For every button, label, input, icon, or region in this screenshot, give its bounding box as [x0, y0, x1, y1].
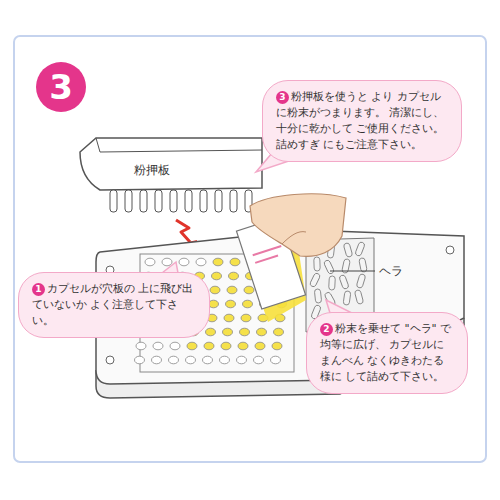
plate-body: [80, 138, 262, 190]
plate-pin: [170, 190, 177, 212]
capsule-hole: [238, 342, 248, 350]
capsule-hole: [254, 356, 264, 364]
capsule-hole: [244, 286, 254, 294]
capsule-hole: [257, 328, 267, 336]
step-number: 3: [49, 70, 73, 104]
plate-edge: [96, 138, 262, 152]
capsule: [355, 241, 366, 256]
leader-line: [330, 271, 375, 272]
capsule-hole: [170, 342, 180, 350]
capsule-hole: [203, 356, 213, 364]
capsule-hole: [162, 258, 172, 266]
plate-pin: [125, 190, 132, 212]
callout-bubble: 3粉押板を使うと より カプセルに粉末がつまります。 清潔にし、十分に乾かして …: [262, 80, 462, 162]
capsule-hole: [223, 328, 233, 336]
plate-pin: [230, 190, 237, 212]
callout-number: 3: [276, 91, 289, 104]
plate-pin: [140, 190, 147, 212]
capsule-hole: [145, 258, 155, 266]
capsule-hole: [243, 300, 253, 308]
callout-bubble: 1カプセルが穴板の 上に飛び出ていないか よく注意して下さい。: [18, 272, 210, 338]
capsule-hole: [135, 356, 145, 364]
plate-pins: [110, 190, 252, 212]
capsule-hole: [136, 342, 146, 350]
capsule-hole: [227, 286, 237, 294]
capsule-hole: [272, 342, 282, 350]
callout-text: 粉末を乗せて "ヘラ" で均等に広げ、 カプセルにまんべん なくゆきわたる様に …: [320, 322, 451, 383]
capsule-hole: [274, 328, 284, 336]
capsule-hole: [240, 328, 250, 336]
capsule-hole: [153, 342, 163, 350]
capsule: [354, 289, 363, 304]
capsule-hole: [152, 356, 162, 364]
capsule-hole: [186, 356, 196, 364]
capsule-hole: [206, 328, 216, 336]
capsule-hole: [169, 356, 179, 364]
callout-number: 2: [320, 323, 333, 336]
capsule-hole: [212, 272, 222, 280]
capsule: [329, 276, 336, 290]
capsule-hole: [271, 356, 281, 364]
capsule-hole: [255, 342, 265, 350]
plate-pin: [110, 190, 117, 212]
capsule-hole: [221, 342, 231, 350]
capsule: [343, 242, 353, 257]
capsule-hole: [196, 258, 206, 266]
capsule-hole: [224, 314, 234, 322]
capsule: [309, 272, 321, 287]
capsule: [339, 274, 349, 289]
part-label: ヘラ: [379, 263, 403, 280]
step-number-circle: 3: [36, 62, 86, 112]
capsule-hole: [179, 258, 189, 266]
tray-peg: [446, 246, 454, 254]
capsule: [314, 257, 320, 271]
capsule: [359, 258, 368, 273]
plate-pin: [200, 190, 207, 212]
capsule-hole: [204, 342, 214, 350]
capsule-hole: [210, 286, 220, 294]
part-name: 粉押板: [134, 162, 170, 179]
capsule-hole: [209, 300, 219, 308]
capsule-hole: [229, 272, 239, 280]
callout-text: 粉押板を使うと より カプセルに粉末がつまります。 清潔にし、十分に乾かして ご…: [276, 90, 445, 151]
callout-number: 1: [32, 283, 45, 296]
red-arrow: [176, 220, 190, 242]
capsule-hole: [220, 356, 230, 364]
spatula-print: [253, 246, 282, 255]
capsule-hole: [237, 356, 247, 364]
plate-pin: [155, 190, 162, 212]
capsule-hole: [187, 342, 197, 350]
capsule: [356, 273, 366, 288]
callout-bubble: 2粉末を乗せて "ヘラ" で均等に広げ、 カプセルにまんべん なくゆきわたる様に…: [306, 312, 468, 394]
capsule: [323, 259, 334, 274]
capsule-hole: [213, 258, 223, 266]
capsule-hole: [226, 300, 236, 308]
tray-peg: [106, 356, 114, 364]
plate-pin: [215, 190, 222, 212]
plate-pin: [185, 190, 192, 212]
capsule: [343, 291, 351, 306]
part-box: 粉押板: [100, 152, 260, 188]
callout-text: カプセルが穴板の 上に飛び出ていないか よく注意して下さい。: [32, 282, 194, 327]
capsule: [314, 289, 321, 304]
capsule-hole: [241, 314, 251, 322]
spatula-print: [255, 255, 278, 262]
frame: [14, 36, 486, 462]
press-plate: [80, 138, 262, 212]
capsule-hole: [230, 258, 240, 266]
hand: [250, 194, 346, 257]
hand-finger: [282, 232, 306, 244]
